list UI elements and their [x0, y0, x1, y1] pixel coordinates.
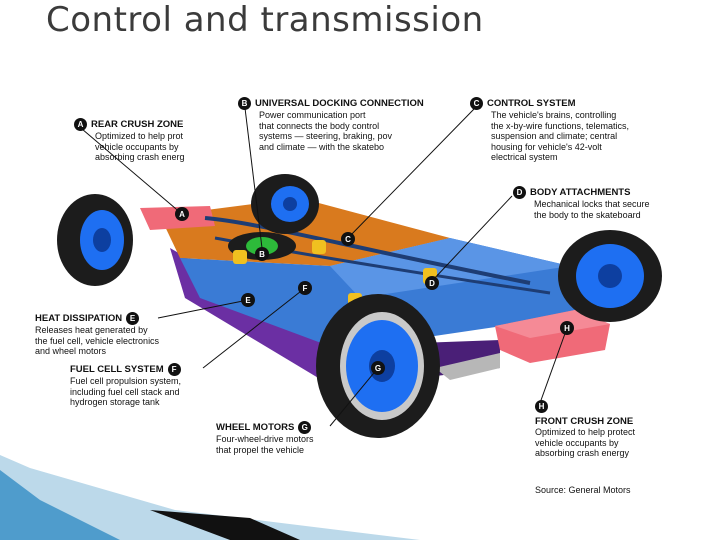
callout-desc-line: and climate — with the skatebo [259, 142, 424, 153]
callout-letter-c: C [470, 97, 483, 110]
callout-desc-line: absorbing crash energy [535, 448, 635, 459]
callout-title: REAR CRUSH ZONE [91, 119, 183, 130]
callout-wheel-motors: WHEEL MOTORS G Four-wheel-drive motors th… [216, 421, 314, 455]
callout-desc-line: the fuel cell, vehicle electronics [35, 336, 159, 347]
callout-desc-line: Optimized to help protect [535, 427, 635, 438]
marker-c-label: C [345, 235, 351, 244]
marker-g-label: G [375, 364, 381, 373]
marker-a-label: A [179, 210, 185, 219]
callout-desc-line: the body to the skateboard [534, 210, 650, 221]
callout-control-system: C CONTROL SYSTEM The vehicle's brains, co… [470, 97, 629, 163]
callout-desc-line: Optimized to help prot [95, 131, 185, 142]
callout-desc-line: suspension and climate; central [491, 131, 629, 142]
callout-desc-line: The vehicle's brains, controlling [491, 110, 629, 121]
callout-heat-dissipation: HEAT DISSIPATION E Releases heat generate… [35, 312, 159, 357]
callout-desc-line: Mechanical locks that secure [534, 199, 650, 210]
marker-h-label: H [564, 324, 570, 333]
skateboard-figure: A B C D E F G H A REAR CRUSH ZONE Optimiz… [30, 88, 704, 510]
callout-desc-line: vehicle occupants by [535, 438, 635, 449]
callout-letter-f: F [168, 363, 181, 376]
attachment-post [312, 240, 326, 254]
callout-desc-line: that connects the body control [259, 121, 424, 132]
callout-title: FRONT CRUSH ZONE [535, 416, 633, 427]
callout-letter-b: B [238, 97, 251, 110]
callout-desc-line: housing for vehicle's 42-volt [491, 142, 629, 153]
callout-title: UNIVERSAL DOCKING CONNECTION [255, 98, 424, 109]
callout-desc-line: vehicle occupants by [95, 142, 185, 153]
callout-title: WHEEL MOTORS [216, 422, 294, 433]
callout-desc-line: the x-by-wire functions, telematics, [491, 121, 629, 132]
wheel-front-right [558, 230, 662, 322]
callout-desc-line: hydrogen storage tank [70, 397, 181, 408]
marker-e-label: E [245, 296, 251, 305]
callout-title: HEAT DISSIPATION [35, 313, 122, 324]
callout-desc-line: electrical system [491, 152, 629, 163]
marker-d-label: D [429, 279, 435, 288]
callout-title: BODY ATTACHMENTS [530, 187, 630, 198]
callout-body-attachments: D BODY ATTACHMENTS Mechanical locks that … [513, 186, 650, 220]
callout-desc-line: systems — steering, braking, pov [259, 131, 424, 142]
wheel-rear-right [251, 174, 319, 234]
callout-desc-line: including fuel cell stack and [70, 387, 181, 398]
attachment-post [233, 250, 247, 264]
callout-desc-line: Releases heat generated by [35, 325, 159, 336]
marker-f-label: F [303, 284, 308, 293]
callout-desc-line: absorbing crash energ [95, 152, 185, 163]
callout-letter-e: E [126, 312, 139, 325]
callout-universal-docking-connection: B UNIVERSAL DOCKING CONNECTION Power comm… [238, 97, 424, 152]
callout-desc-line: that propel the vehicle [216, 445, 314, 456]
callout-letter-a: A [74, 118, 87, 131]
callout-desc-line: Four-wheel-drive motors [216, 434, 314, 445]
callout-title: CONTROL SYSTEM [487, 98, 576, 109]
corner-swoosh-dark [150, 510, 300, 540]
callout-fuel-cell-system: FUEL CELL SYSTEM F Fuel cell propulsion s… [70, 363, 181, 408]
callout-front-crush-zone: H FRONT CRUSH ZONE Optimized to help pro… [535, 400, 635, 459]
callout-letter-d: D [513, 186, 526, 199]
callout-desc-line: and wheel motors [35, 346, 159, 357]
callout-letter-h: H [535, 400, 548, 413]
marker-b-label: B [259, 250, 265, 259]
source-credit: Source: General Motors [535, 485, 631, 495]
callout-desc-line: Fuel cell propulsion system, [70, 376, 181, 387]
callout-desc-line: Power communication port [259, 110, 424, 121]
slide-title: Control and transmission [46, 0, 484, 40]
wheel-rear-left [57, 194, 133, 286]
callout-title: FUEL CELL SYSTEM [70, 364, 164, 375]
callout-letter-g: G [298, 421, 311, 434]
